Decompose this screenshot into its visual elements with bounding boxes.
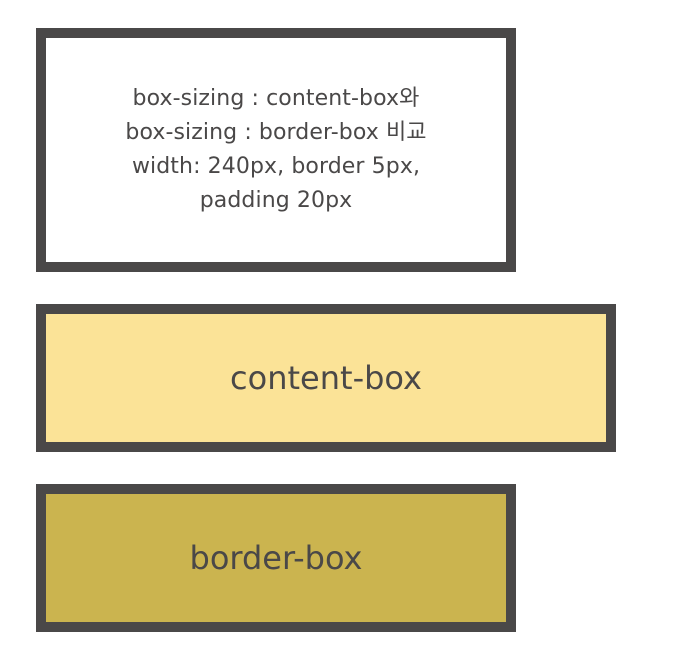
content-box-demo: content-box <box>36 304 616 452</box>
intro-line-2: box-sizing : border-box 비교 <box>125 120 427 145</box>
intro-text: box-sizing : content-box와 box-sizing : b… <box>125 85 426 215</box>
intro-line-1: box-sizing : content-box와 <box>132 86 420 111</box>
border-box-demo: border-box <box>36 484 516 632</box>
intro-box: box-sizing : content-box와 box-sizing : b… <box>36 28 516 272</box>
intro-line-3: width: 240px, border 5px, <box>131 154 421 179</box>
content-box-label: content-box <box>230 359 422 397</box>
border-box-label: border-box <box>189 539 363 577</box>
intro-line-4: padding 20px <box>199 188 353 213</box>
